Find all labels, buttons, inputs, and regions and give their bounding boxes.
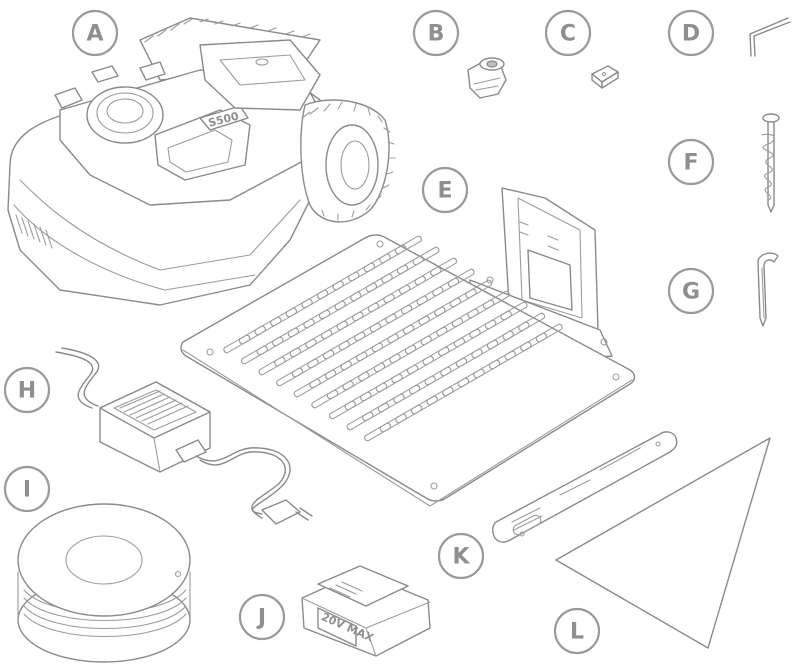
label-badge-c: C <box>546 11 590 55</box>
svg-text:J: J <box>256 606 266 631</box>
label-badge-g: G <box>669 269 713 313</box>
spare-blade <box>592 66 618 88</box>
label-badge-b: B <box>414 11 458 55</box>
label-badge-e: E <box>423 168 467 212</box>
svg-text:B: B <box>428 22 445 47</box>
svg-text:I: I <box>23 478 31 503</box>
svg-text:H: H <box>18 379 36 404</box>
svg-text:E: E <box>437 179 452 204</box>
label-badge-j: J <box>240 595 284 639</box>
label-badge-d: D <box>669 11 713 55</box>
svg-text:D: D <box>682 22 700 47</box>
svg-text:F: F <box>683 151 698 176</box>
label-badge-l: L <box>555 609 599 653</box>
battery-pack: 20V MAX <box>302 566 430 656</box>
wire-connector <box>468 58 506 98</box>
boundary-wire-spool <box>18 504 190 662</box>
svg-text:L: L <box>570 620 584 645</box>
svg-text:C: C <box>560 22 576 47</box>
svg-text:K: K <box>452 545 470 570</box>
label-badge-k: K <box>439 534 483 578</box>
svg-text:G: G <box>682 280 700 305</box>
label-badge-f: F <box>669 140 713 184</box>
screw <box>762 114 779 212</box>
label-badge-i: I <box>5 467 49 511</box>
hex-key <box>750 18 790 56</box>
label-badge-h: H <box>5 368 49 412</box>
label-badge-a: A <box>73 11 117 55</box>
ground-peg <box>758 253 778 326</box>
svg-text:A: A <box>86 22 103 47</box>
